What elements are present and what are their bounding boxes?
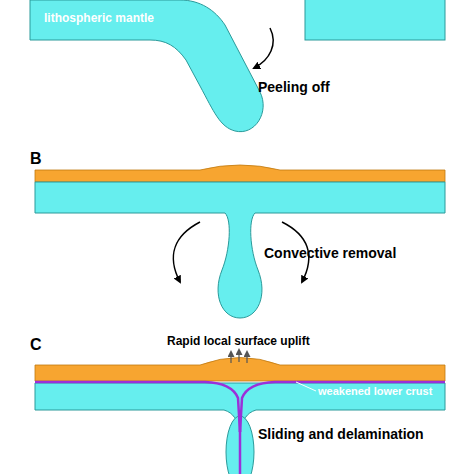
- crust-layer: [35, 358, 445, 382]
- leader-line: [296, 382, 316, 391]
- uplift-arrow: [238, 350, 239, 362]
- layer-label: weakened lower crust: [318, 385, 432, 397]
- process-label: Peeling off: [258, 80, 330, 95]
- weak-lower-crust-line: [35, 382, 240, 432]
- process-label: Convective removal: [264, 246, 396, 261]
- uplift-arrow: [246, 352, 247, 363]
- lithosphere-block: [305, 0, 445, 40]
- weak-lower-crust-line: [239, 420, 242, 474]
- uplift-arrow: [230, 352, 231, 363]
- panel-letter: C: [30, 336, 42, 354]
- process-label: Sliding and delamination: [258, 427, 424, 442]
- delaminated-slab: [226, 416, 254, 474]
- lithosphere-drip: [35, 182, 445, 318]
- convection-arrow: [173, 222, 200, 282]
- flow-arrow: [254, 28, 273, 68]
- weak-lower-crust-line: [240, 382, 445, 432]
- panel-letter: B: [30, 150, 42, 168]
- peeling-lithosphere: [30, 0, 263, 132]
- process-label: Rapid local surface uplift: [167, 335, 310, 348]
- layer-label: lithospheric mantle: [44, 12, 154, 25]
- crust-layer: [35, 165, 445, 182]
